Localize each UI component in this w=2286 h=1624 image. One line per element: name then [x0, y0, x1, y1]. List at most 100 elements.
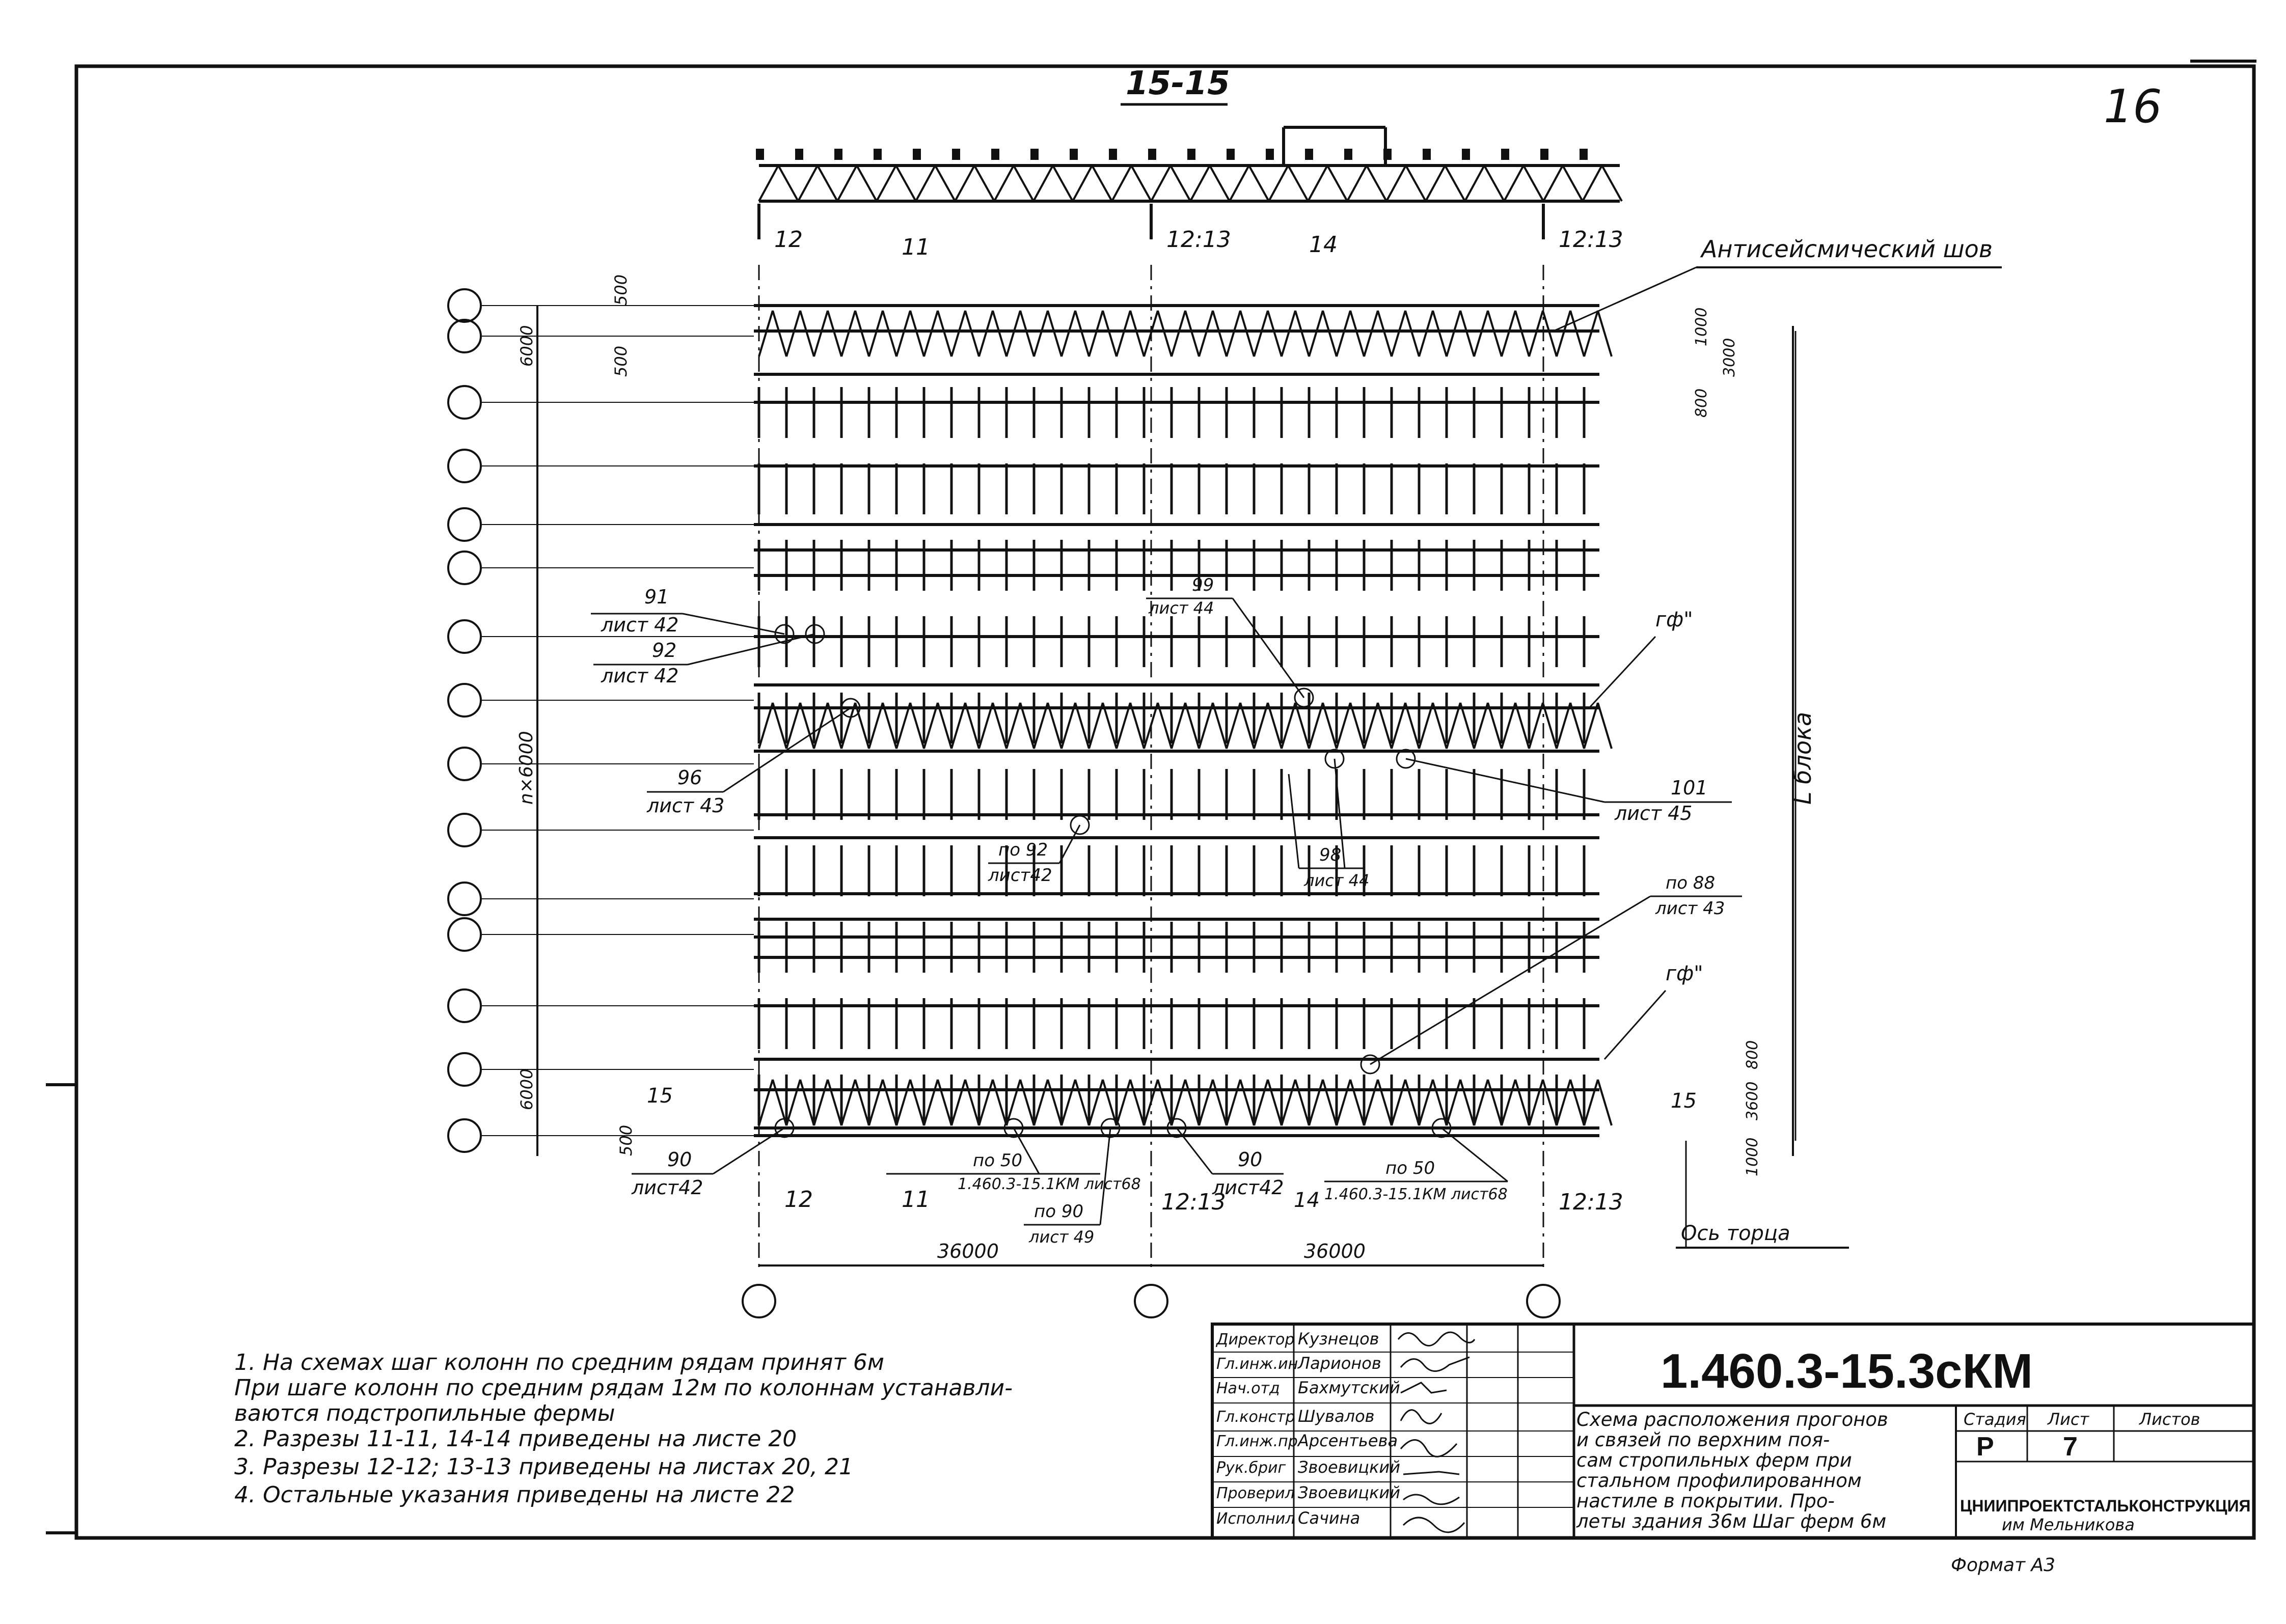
brace-diagonal	[1115, 702, 1131, 749]
svg-text:91: 91	[644, 586, 669, 608]
brace-diagonal	[1157, 702, 1173, 749]
brace-diagonal	[1432, 702, 1448, 749]
brace-diagonal	[1129, 310, 1145, 357]
section-truss-diagonal	[1405, 165, 1427, 202]
brace-diagonal	[1281, 310, 1296, 357]
section-truss-diagonal	[1130, 165, 1152, 202]
section-purlin	[1305, 149, 1313, 160]
brace-diagonal	[992, 310, 1008, 357]
section-truss-diagonal	[1248, 165, 1270, 202]
brace-diagonal	[1047, 1079, 1063, 1126]
section-truss-diagonal	[1522, 165, 1544, 202]
section-truss-diagonal	[1346, 165, 1368, 202]
brace-diagonal	[923, 310, 939, 357]
brace-diagonal	[1184, 310, 1200, 357]
brace-diagonal	[1349, 310, 1365, 357]
brace-diagonal	[1198, 310, 1214, 357]
svg-text:лист42: лист42	[1212, 1176, 1284, 1199]
brace-diagonal	[758, 1079, 774, 1126]
bottom-label-1: 12	[784, 1187, 813, 1213]
section-purlin	[756, 149, 764, 160]
brace-diagonal	[1528, 310, 1544, 357]
brace-diagonal	[854, 702, 870, 749]
section-truss-diagonal	[856, 165, 878, 202]
section-mark-left: 15	[647, 1084, 673, 1108]
brace-diagonal	[772, 310, 787, 357]
sheet-value: 7	[2063, 1432, 2078, 1462]
right-dim-5: 3600	[1744, 1082, 1761, 1120]
svg-text:по 50: по 50	[1385, 1158, 1435, 1178]
section-truss-diagonal	[1601, 165, 1623, 202]
section-truss-diagonal	[1582, 165, 1603, 202]
section-truss-diagonal	[1366, 165, 1387, 202]
svg-text:лист 44: лист 44	[1148, 598, 1214, 618]
brace-diagonal	[1005, 1079, 1021, 1126]
section-purlin	[874, 149, 882, 160]
brace-diagonal	[1556, 310, 1571, 357]
brace-diagonal	[1074, 1079, 1090, 1126]
brace-diagonal	[1115, 1079, 1131, 1126]
svg-text:лист42: лист42	[631, 1176, 703, 1199]
section-truss-diagonal	[1189, 165, 1211, 202]
brace-diagonal	[1514, 310, 1530, 357]
section-purlin	[913, 149, 921, 160]
role-3: Нач.отд	[1216, 1380, 1280, 1397]
brace-diagonal	[1129, 702, 1145, 749]
left-dim-4: n×6000	[516, 731, 537, 805]
brace-diagonal	[785, 310, 801, 357]
bottom-label-4: 14	[1294, 1189, 1320, 1212]
brace-diagonal	[950, 310, 966, 357]
brace-diagonal	[1514, 702, 1530, 749]
role-7: Проверил	[1216, 1484, 1295, 1502]
brace-diagonal	[799, 702, 815, 749]
axis-bubble	[447, 988, 482, 1023]
svg-text:по 88: по 88	[1666, 873, 1715, 893]
brace-diagonal	[1542, 310, 1558, 357]
brace-diagonal	[909, 1079, 925, 1126]
brace-diagonal	[1033, 1079, 1049, 1126]
brace-diagonal	[827, 1079, 842, 1126]
svg-text:90: 90	[667, 1148, 692, 1171]
note-1b: При шаге колонн по средним рядам 12м по …	[234, 1375, 1013, 1401]
brace-diagonal	[1267, 310, 1283, 357]
brace-diagonal	[1253, 310, 1269, 357]
section-truss-diagonal	[934, 165, 956, 202]
svg-text:лист 45: лист 45	[1614, 802, 1692, 824]
section-truss-diagonal	[1013, 165, 1035, 202]
brace-diagonal	[1198, 702, 1214, 749]
brace-diagonal	[1583, 702, 1599, 749]
brace-diagonal	[1418, 702, 1434, 749]
left-dim-2: 6000	[517, 325, 536, 367]
desc-line-6: леты здания 36м Шаг ферм 6м	[1576, 1510, 1886, 1532]
brace-diagonal	[1322, 702, 1338, 749]
brace-diagonal	[895, 702, 911, 749]
note-2: 2. Разрезы 11-11, 14-14 приведены на лис…	[234, 1426, 797, 1452]
section-purlin	[1383, 149, 1392, 160]
brace-diagonal	[964, 1079, 980, 1126]
brace-diagonal	[785, 702, 801, 749]
brace-diagonal	[923, 1079, 939, 1126]
brace-diagonal	[978, 310, 994, 357]
svg-text:лист 42: лист 42	[601, 665, 678, 687]
note-4: 4. Остальные указания приведены на листе…	[234, 1482, 795, 1508]
brace-diagonal	[772, 702, 787, 749]
brace-diagonal	[1171, 310, 1186, 357]
brace-diagonal	[1446, 1079, 1461, 1126]
brace-diagonal	[840, 310, 856, 357]
brace-diagonal	[1569, 310, 1585, 357]
section-purlin	[1030, 149, 1039, 160]
axis-bubble	[447, 917, 482, 952]
brace-diagonal	[1542, 702, 1558, 749]
brace-diagonal	[1074, 702, 1090, 749]
brace-diagonal	[1473, 310, 1489, 357]
brace-diagonal	[854, 310, 870, 357]
brace-diagonal	[950, 702, 966, 749]
left-dim-5: 6000	[517, 1069, 536, 1110]
brace-diagonal	[1556, 1079, 1571, 1126]
organization: ЦНИИПРОЕКТСТАЛЬКОНСТРУКЦИЯ	[1960, 1497, 2250, 1515]
section-truss-diagonal	[797, 165, 819, 202]
brace-diagonal	[1418, 1079, 1434, 1126]
svg-text:лист 43: лист 43	[1655, 898, 1725, 919]
organization-sub: им Мельникова	[2002, 1515, 2135, 1534]
brace-diagonal	[1583, 310, 1599, 357]
